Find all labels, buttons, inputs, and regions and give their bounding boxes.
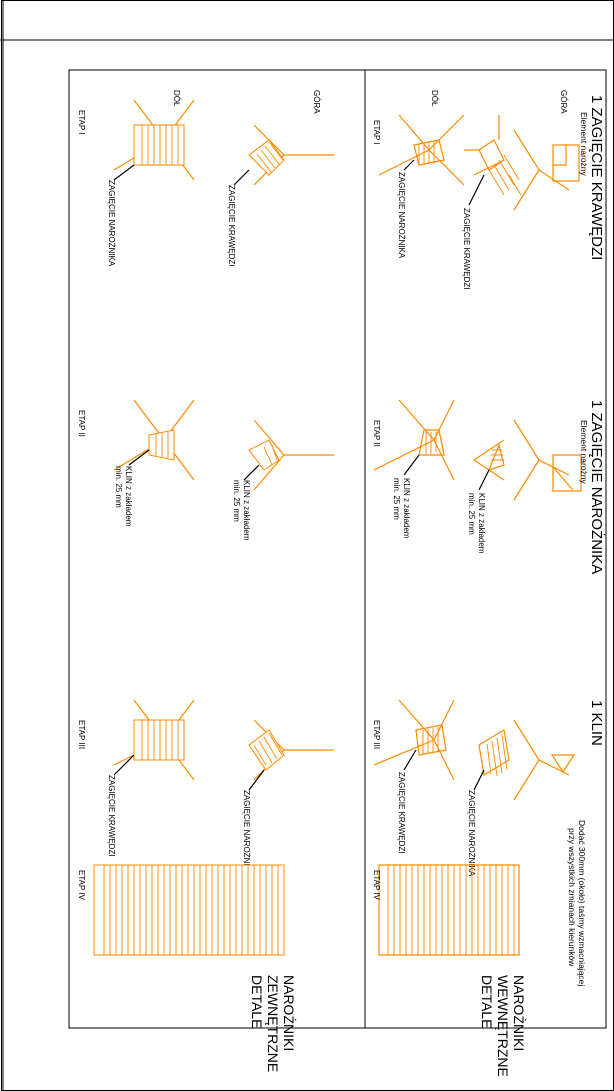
external-stage3-bottom	[113, 699, 195, 781]
internal-stage2-top	[472, 419, 570, 501]
leader-wedge-external-bottom	[128, 449, 150, 466]
leader-edge-fold-external	[233, 169, 250, 186]
stage1-label-external: ETAP I	[77, 110, 86, 135]
callout-wedge-internal-top-1: KLIN z zakładem	[477, 493, 486, 554]
stage3-label-external: ETAP III	[77, 720, 86, 749]
leader-stage3-internal-top	[473, 769, 485, 791]
internal-stage3-top	[478, 719, 570, 801]
callout-stage3-external-top: ZAGIĘCIE NAROŻNIKA	[242, 790, 251, 877]
callout-wedge-external-bottom-2: min. 25 mm	[114, 466, 123, 508]
internal-title-line2: WEWNĘTRZNE	[495, 975, 511, 1077]
callout-edge-external: ZAGIĘCIE KRAWĘDZI	[227, 185, 236, 267]
stage2-label-external: ETAP II	[77, 410, 86, 437]
gora-label-internal: GÓRA	[559, 90, 568, 114]
internal-stage3-bottom	[373, 699, 455, 781]
internal-title: NAROŻNIKI WEWNĘTRZNE DETALE	[479, 975, 528, 1077]
internal-title-line1: NAROŻNIKI	[511, 975, 528, 1051]
external-stage2-bottom	[113, 399, 195, 481]
heading-corner-fold: 1 ZAGIĘCIE NAROŻNIKA	[588, 400, 606, 574]
internal-stage1-bottom	[378, 114, 465, 186]
internal-stage2-bottom	[373, 399, 455, 481]
corner-element-label-1: Element narożny	[579, 112, 589, 177]
callout-corner-external: ZAGIĘCIE NAROŻNIKA	[107, 180, 116, 267]
gora-label-external: GÓRA	[312, 90, 321, 114]
leader-wedge-external-top	[243, 464, 260, 481]
leader-corner-fold-external	[113, 164, 135, 181]
callout-stage3-internal-top: ZAGIĘCIE NAROŻNIKA	[467, 790, 476, 877]
external-stage2-top	[248, 419, 334, 491]
external-stage3-top	[248, 719, 334, 781]
internal-title-line3: DETALE	[479, 975, 495, 1028]
callout-wedge-internal-bottom-1: KLIN z zakładem	[402, 478, 411, 539]
leader-stage3-internal-bottom	[403, 749, 417, 771]
leader-stage3-external-bottom	[113, 754, 135, 776]
edge-fold-symbol	[552, 144, 580, 182]
external-stage1-top	[248, 124, 334, 186]
external-title-line2: ZEWNĘTRZNE	[265, 975, 281, 1072]
callout-wedge-internal-bottom-2: min. 25 mm	[392, 478, 401, 520]
external-stage4	[93, 864, 285, 956]
stage3-label-internal: ETAP III	[372, 720, 381, 749]
leader-wedge-internal-top	[478, 469, 490, 491]
dol-label-internal: DÓŁ	[430, 90, 439, 107]
detail-frame	[68, 69, 607, 1029]
stage4-label-external: ETAP IV	[77, 870, 86, 901]
external-title: NAROŻNIKI ZEWNĘTRZNE DETALE	[249, 975, 298, 1072]
corner-fold-symbol	[552, 454, 582, 492]
callout-wedge-external-bottom-1: KLIN z zakładem	[124, 466, 133, 527]
callout-wedge-internal-top-2: min. 25 mm	[467, 493, 476, 535]
callout-corner-internal: ZAGIĘCIE NAROŻNIKA	[397, 172, 406, 259]
wedge-symbol	[550, 754, 576, 774]
dol-label-external: DÓŁ	[172, 90, 181, 107]
leader-edge-fold-internal	[468, 174, 485, 206]
callout-wedge-external-top-1: KLIN z zakładem	[242, 480, 251, 541]
tape-note-line1: Dodać 300mm (około) taśmy wzmacniającej	[577, 820, 587, 986]
leader-stage3-external-top	[248, 769, 265, 791]
external-stage1-bottom	[113, 99, 195, 181]
heading-edge-fold: 1 ZAGIĘCIE KRAWĘDZI	[588, 95, 605, 260]
heading-wedge: 1 KLIN	[588, 700, 605, 746]
callout-stage3-internal-bottom: ZAGIĘCIE KRAWĘDZI	[397, 772, 406, 854]
callout-stage3-external-bottom: ZAGIĘCIE KRAWĘDZI	[107, 775, 116, 857]
corner-element-label-2: Element narożny	[579, 420, 589, 485]
callout-wedge-external-top-2: min. 25 mm	[232, 480, 241, 522]
stage2-label-internal: ETAP II	[372, 420, 381, 447]
stage4-label-internal: ETAP IV	[372, 870, 381, 901]
internal-stage4	[378, 864, 520, 956]
internal-stage1-top	[464, 115, 570, 211]
tape-note-line2: przy wszystkich zmianach kierunków	[567, 828, 577, 967]
callout-edge-internal: ZAGIĘCIE KRAWĘDZI	[462, 208, 471, 290]
stage1-label-internal: ETAP I	[372, 120, 381, 145]
leader-wedge-internal-bottom	[403, 454, 420, 476]
leader-corner-fold-internal	[403, 159, 415, 171]
external-title-line1: NAROŻNIKI	[281, 975, 298, 1051]
external-title-line3: DETALE	[249, 975, 265, 1028]
